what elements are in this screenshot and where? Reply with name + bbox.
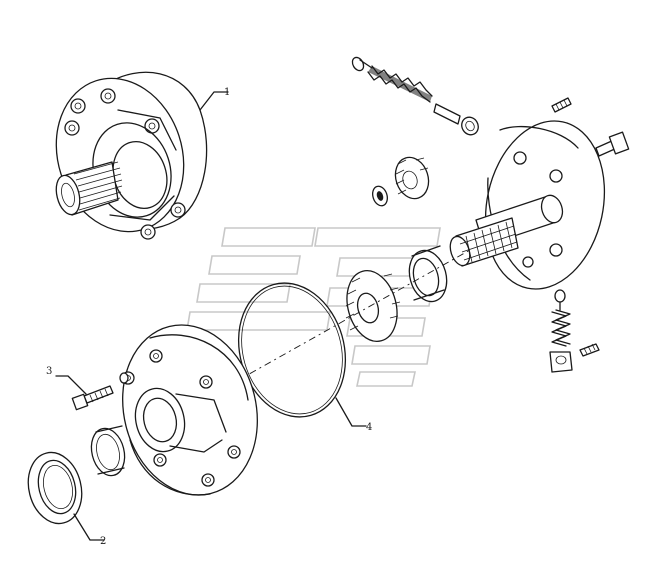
bolt (55, 372, 129, 411)
bushing (90, 425, 126, 477)
relief-valve-assembly-top (351, 56, 572, 136)
pump-cover-plate (449, 120, 630, 290)
wear-ring (408, 245, 448, 303)
driven-gear-large (345, 270, 401, 342)
callout-label-2: 2 (100, 536, 106, 547)
lip-seal (27, 451, 105, 541)
callout-label-4: 4 (366, 422, 372, 433)
pump-body (121, 324, 258, 496)
pump-housing (55, 71, 229, 240)
relief-valve-assembly-bottom (549, 289, 600, 373)
drive-gear-small (394, 156, 430, 200)
callout-label-3: 3 (46, 366, 52, 377)
assembly-centre-line (234, 249, 471, 383)
needle-bearing (372, 185, 388, 207)
callout-label-1: 1 (224, 87, 230, 98)
